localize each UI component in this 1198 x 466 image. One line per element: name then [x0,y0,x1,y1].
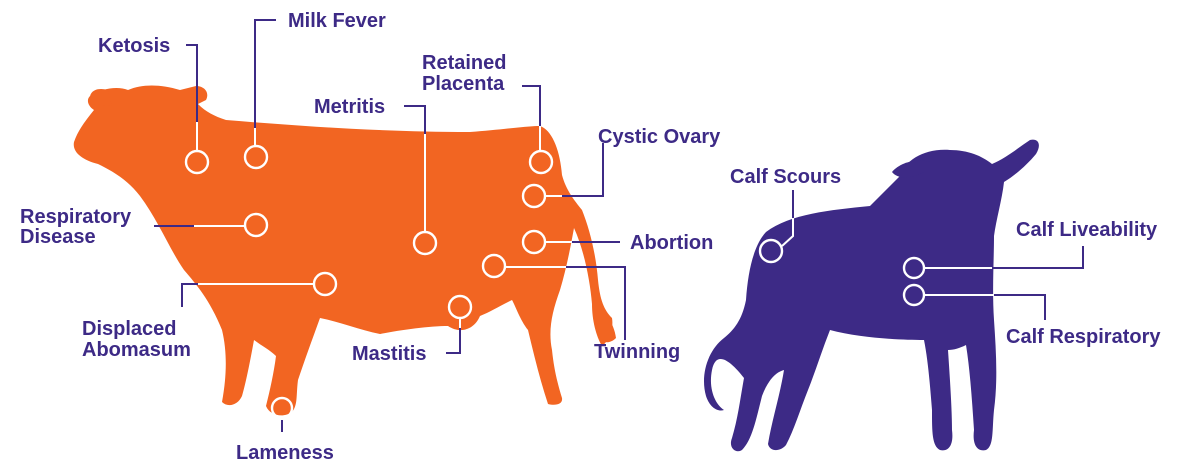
displaced-abomasum-leader-outer [182,284,198,307]
label-displaced-abomasum-line1: Displaced [82,318,176,340]
cow-silhouette [74,86,616,416]
label-abortion: Abortion [630,232,713,254]
calf-respiratory-leader-outer [994,295,1045,320]
cow-tail-tip [596,300,616,342]
metritis-leader-outer [404,106,425,134]
label-milk-fever: Milk Fever [288,10,386,32]
label-mastitis: Mastitis [352,343,426,365]
label-displaced-abomasum-line2: Abomasum [82,339,191,361]
label-cystic-ovary: Cystic Ovary [598,126,721,148]
milk-fever-leader-outer [255,20,276,128]
label-respiratory-line1: Respiratory [20,206,132,228]
cow-body [74,86,613,416]
label-ketosis: Ketosis [98,35,170,57]
label-calf-respiratory: Calf Respiratory [1006,326,1161,348]
retained-placenta-leader-outer [522,86,540,126]
label-retained-placenta-line1: Retained [422,52,506,74]
label-metritis: Metritis [314,96,385,118]
label-retained-placenta-line2: Placenta [422,73,505,95]
label-lameness: Lameness [236,442,334,464]
calf-liveability-leader-outer [992,246,1083,268]
label-calf-liveability: Calf Liveability [1016,219,1158,241]
cystic-ovary-leader-outer [562,143,603,196]
mastitis-leader-outer [446,328,460,353]
label-twinning: Twinning [594,341,680,363]
label-calf-scours: Calf Scours [730,166,841,188]
label-respiratory-line2: Disease [20,226,96,248]
